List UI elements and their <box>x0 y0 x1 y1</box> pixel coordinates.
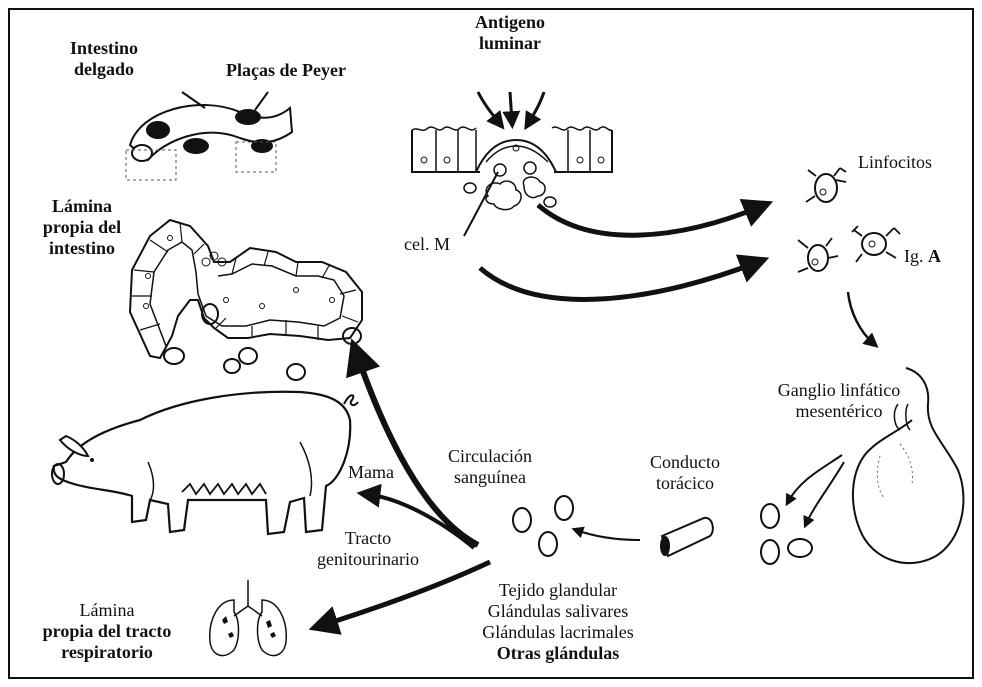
label-placas-peyer: Plaças de Peyer <box>226 60 346 81</box>
label-lamina-respiratorio-1: Lámina <box>22 600 192 621</box>
label-ig-a-prefix: Ig. <box>904 246 928 266</box>
label-mama: Mama <box>348 462 394 483</box>
intestine-icon <box>126 92 292 180</box>
label-ig-a: Ig. A <box>904 246 941 267</box>
diagram-frame <box>9 9 973 678</box>
intestinal-villus-icon <box>130 220 362 380</box>
label-ig-a-suffix: A <box>928 246 941 266</box>
label-tracto-genitourinario: Tracto genitourinario <box>280 528 456 570</box>
epithelium-icon <box>412 92 612 236</box>
lymphocyte-icon <box>513 496 573 556</box>
label-intestino-delgado: Intestino delgado <box>54 38 154 80</box>
lungs-icon <box>210 580 287 656</box>
lymphocyte-icon <box>761 504 812 564</box>
pig-icon <box>52 392 358 534</box>
label-cel-m: cel. M <box>404 234 450 255</box>
label-tejidos-glandulares: Tejido glandular Glándulas salivares Glá… <box>458 580 658 643</box>
label-conducto: Conducto torácico <box>630 452 740 494</box>
label-lamina-respiratorio-3: respiratorio <box>22 642 192 663</box>
lymphocyte-icon <box>798 168 900 272</box>
label-lamina-intestino: Lámina propia del intestino <box>26 196 138 259</box>
label-lamina-respiratorio-2: propia del tracto <box>22 621 192 642</box>
label-linfocitos: Linfocitos <box>858 152 932 173</box>
label-antigeno-luminar: Antigeno luminar <box>460 12 560 54</box>
thoracic-duct-icon <box>660 518 713 556</box>
label-otras-glandulas: Otras glándulas <box>458 643 658 664</box>
label-ganglio: Ganglio linfático mesentérico <box>754 380 924 422</box>
label-circulacion: Circulación sanguínea <box>440 446 540 488</box>
